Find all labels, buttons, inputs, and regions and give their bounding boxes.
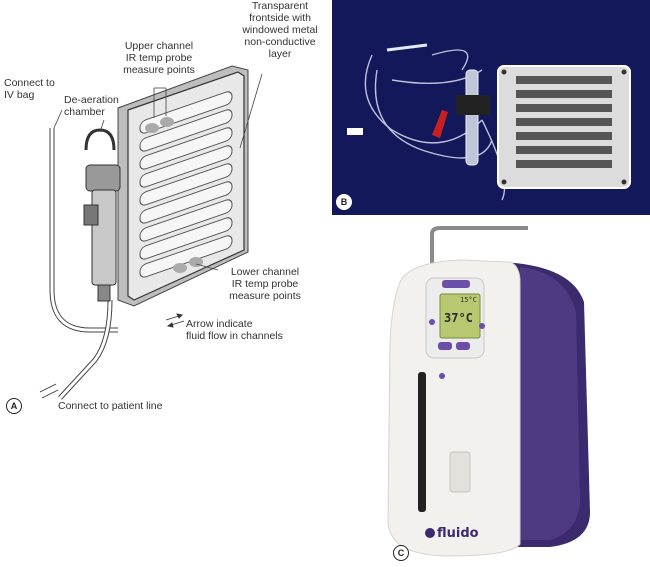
panel-b-photo — [332, 0, 650, 215]
brand-name: fluido — [437, 526, 479, 541]
panel-c-device — [387, 226, 590, 557]
control-panel — [425, 277, 485, 359]
label-transparent-frontside: Transparent frontside with windowed meta… — [242, 0, 318, 60]
plus-button[interactable] — [456, 342, 470, 350]
label-connect-patient: Connect to patient line — [58, 400, 163, 412]
badge-c: C — [393, 545, 409, 561]
minus-button[interactable] — [438, 342, 452, 350]
lcd-small-readout: 15°C — [460, 296, 477, 304]
fluid-channels — [139, 91, 233, 278]
chamber — [465, 69, 479, 166]
tube-clamp — [347, 128, 363, 135]
label-lower-channel: Lower channel IR temp probe measure poin… — [229, 266, 301, 302]
brand-logo-icon — [425, 528, 435, 538]
badge-b: B — [336, 194, 352, 210]
badge-a: A — [6, 398, 22, 414]
lcd-display — [439, 293, 481, 339]
label-connect-iv-bag: Connect to IV bag — [4, 77, 55, 101]
lcd-temperature-readout: 37°C — [444, 311, 473, 325]
label-arrow-indicate: Arrow indicate fluid flow in channels — [186, 318, 283, 342]
label-upper-channel: Upper channel IR temp probe measure poin… — [123, 40, 195, 76]
heat-exchanger-plate — [497, 65, 631, 189]
label-deaeration-chamber: De-aeration chamber — [64, 94, 119, 118]
cassette-slot — [418, 372, 426, 512]
deaeration-chamber — [83, 128, 121, 302]
panel-a-diagram — [39, 65, 263, 400]
lower-probe-point — [173, 263, 187, 273]
flow-arrow-legend — [165, 313, 185, 328]
device-handle — [430, 226, 528, 272]
upper-probe-point — [145, 123, 159, 133]
